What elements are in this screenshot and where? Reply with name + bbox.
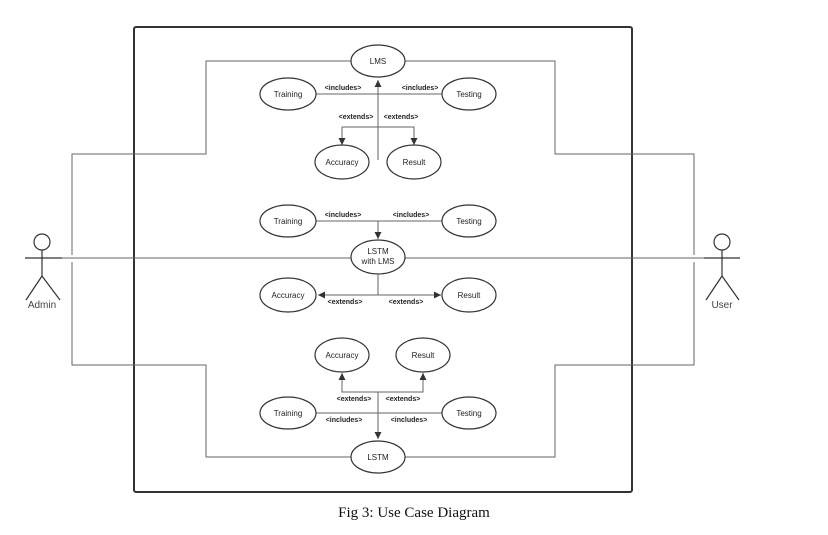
extends-label: <extends>: [337, 396, 372, 403]
actor-admin[interactable]: Admin: [25, 233, 62, 311]
includes-label: <includes>: [391, 417, 428, 424]
system-boundary: [133, 26, 633, 493]
figure-caption: Fig 3: Use Case Diagram: [338, 505, 490, 521]
user-associations: [405, 60, 716, 458]
training-label: Training: [274, 90, 303, 99]
includes-label: <includes>: [325, 85, 362, 92]
includes-label: <includes>: [402, 85, 439, 92]
extends-label: <extends>: [384, 114, 419, 121]
use-case-group-lms: LMS Training Testing Accuracy Result <in…: [259, 44, 497, 180]
use-case-testing-1[interactable]: [441, 77, 497, 111]
use-case-training-2[interactable]: [259, 204, 317, 238]
use-case-training-1[interactable]: [259, 77, 317, 111]
use-case-accuracy-2[interactable]: [259, 277, 317, 313]
testing-label: Testing: [456, 409, 481, 418]
use-case-training-3[interactable]: [259, 396, 317, 430]
testing-label: Testing: [456, 217, 481, 226]
result-label: Result: [458, 291, 481, 300]
use-case-diagram: LMS Training Testing Accuracy Result <in…: [25, 26, 740, 493]
includes-label: <includes>: [393, 212, 430, 219]
actor-leg: [721, 275, 740, 301]
extends-label: <extends>: [389, 299, 424, 306]
training-label: Training: [274, 217, 303, 226]
use-case-result-2[interactable]: [441, 277, 497, 313]
includes-label: <includes>: [325, 212, 362, 219]
result-label: Result: [412, 351, 435, 360]
accuracy-label: Accuracy: [326, 351, 359, 360]
use-case-group-lstm-with-lms: LSTM with LMS Training Testing Accuracy …: [259, 204, 497, 313]
result-label: Result: [403, 158, 426, 167]
actor-leg: [705, 275, 723, 301]
actor-leg: [41, 275, 61, 301]
use-case-result-3[interactable]: [395, 337, 451, 373]
includes-label: <includes>: [326, 417, 363, 424]
lstm-with-lms-label-line1: LSTM: [367, 247, 389, 256]
actor-user-label: User: [711, 300, 733, 311]
accuracy-label: Accuracy: [326, 158, 359, 167]
use-case-result-1[interactable]: [386, 144, 442, 180]
extends-label: <extends>: [328, 299, 363, 306]
use-case-lms-label: LMS: [370, 57, 386, 66]
training-label: Training: [274, 409, 303, 418]
actor-head: [713, 233, 731, 251]
accuracy-label: Accuracy: [272, 291, 305, 300]
use-case-testing-2[interactable]: [441, 204, 497, 238]
actor-user[interactable]: User: [704, 233, 740, 311]
actor-leg: [25, 275, 43, 301]
lstm-label: LSTM: [367, 453, 389, 462]
use-case-group-lstm: LSTM Training Testing Accuracy Result <e…: [259, 337, 497, 474]
extends-label: <extends>: [386, 396, 421, 403]
use-case-accuracy-3[interactable]: [314, 337, 370, 373]
testing-label: Testing: [456, 90, 481, 99]
lstm-with-lms-label-line2: with LMS: [361, 257, 395, 266]
admin-associations: [62, 60, 352, 458]
extends-label: <extends>: [339, 114, 374, 121]
use-case-lstm-with-lms[interactable]: [350, 239, 406, 275]
actor-head: [33, 233, 51, 251]
use-case-accuracy-1[interactable]: [314, 144, 370, 180]
use-case-lms[interactable]: [350, 44, 406, 78]
use-case-testing-3[interactable]: [441, 396, 497, 430]
actor-admin-label: Admin: [28, 300, 56, 311]
use-case-lstm[interactable]: [350, 440, 406, 474]
